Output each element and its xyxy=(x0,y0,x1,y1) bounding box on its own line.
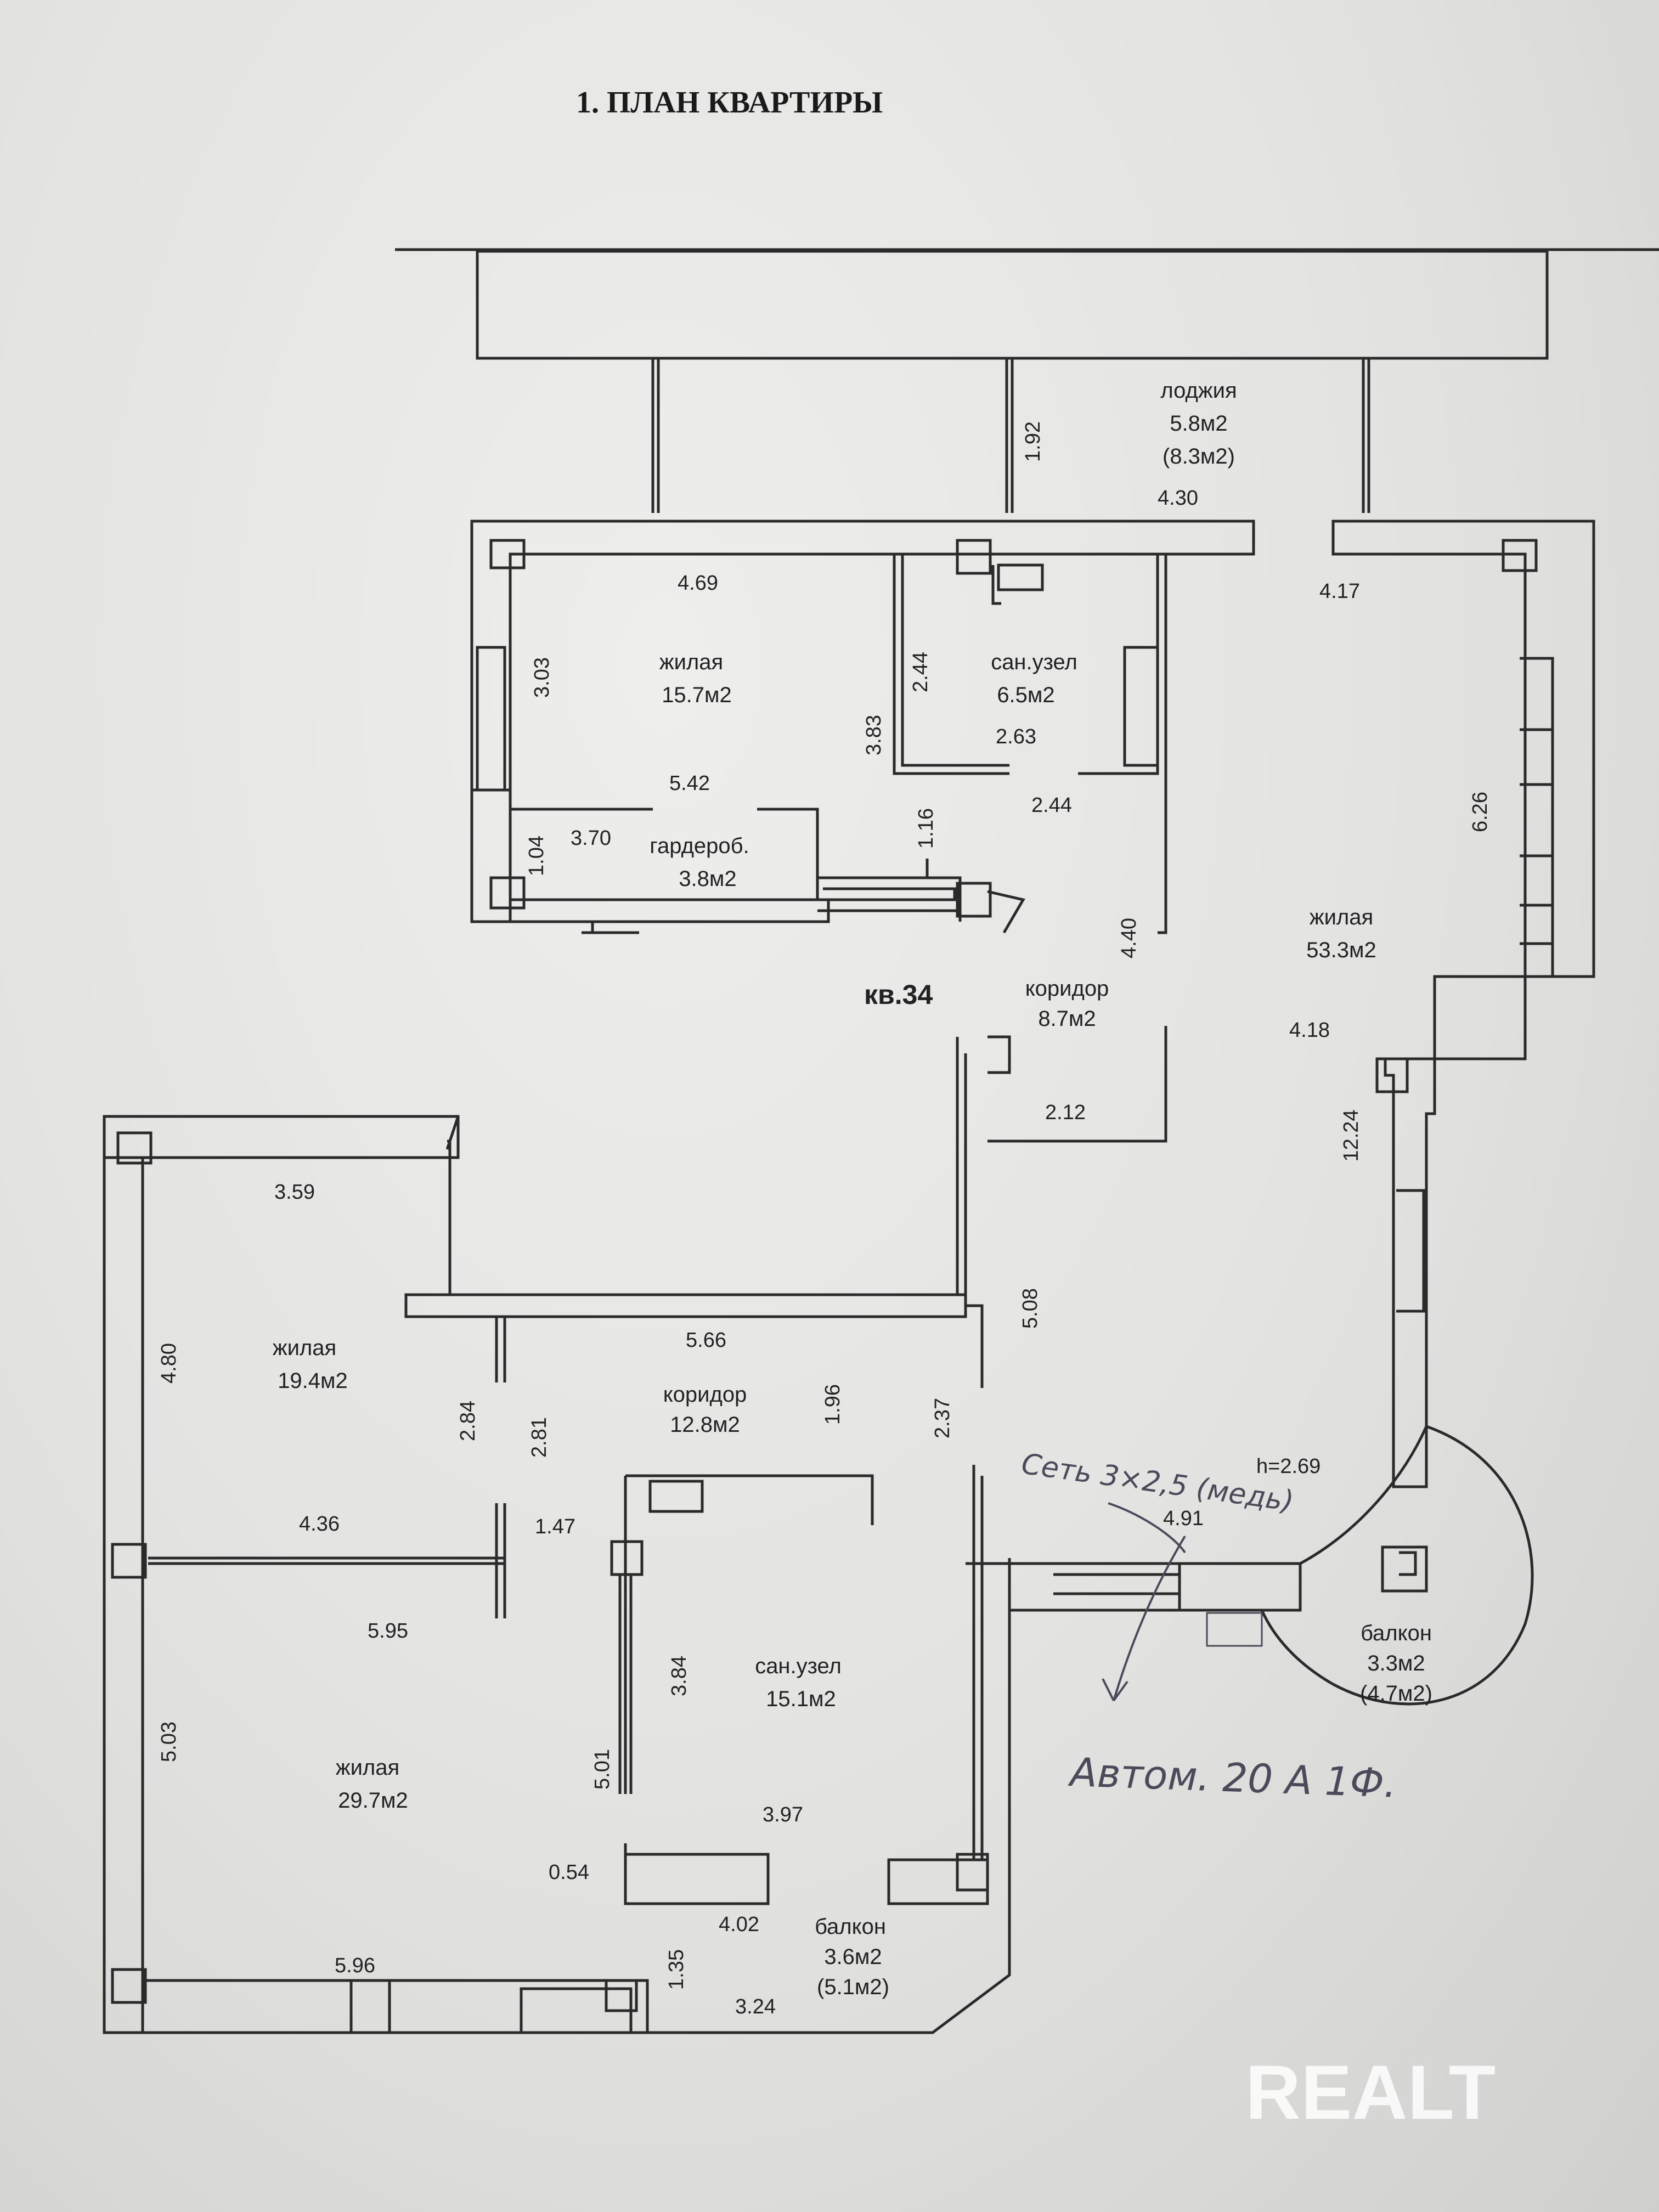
dim: 5.01 xyxy=(591,1749,614,1790)
dim: 3.84 xyxy=(668,1656,691,1696)
dim: 3.97 xyxy=(763,1803,803,1826)
dim: 3.83 xyxy=(862,715,885,755)
dim: 5.66 xyxy=(686,1329,726,1352)
room-label-living-big-name: жилая xyxy=(1310,905,1373,929)
room-label-balcony2-name: балкон xyxy=(815,1915,886,1939)
room-label-balcony2-extra: (5.1м2) xyxy=(817,1975,889,1999)
dim: h=2.69 xyxy=(1256,1455,1321,1478)
room-label-loggia-extra: (8.3м2) xyxy=(1163,444,1235,469)
dim: 5.96 xyxy=(335,1954,375,1977)
handwritten-cable-note: Сеть 3×2,5 (медь) xyxy=(1019,1447,1296,1518)
room-label-living2-area: 19.4м2 xyxy=(278,1369,348,1393)
dim: 5.08 xyxy=(1019,1288,1042,1329)
room-label-bath1-area: 6.5м2 xyxy=(997,683,1054,707)
room-label-corridor1-name: коридор xyxy=(1025,977,1109,1001)
lower-walls xyxy=(103,1035,1534,2034)
dim: 6.26 xyxy=(1469,792,1492,832)
dim: 4.40 xyxy=(1118,918,1141,958)
dim: 3.24 xyxy=(735,1995,776,2018)
dimension-labels: 1.92 4.30 4.17 4.69 3.03 2.44 3.83 2.63 … xyxy=(157,421,1492,2018)
room-label-bath2-name: сан.узел xyxy=(755,1654,842,1678)
dim: 1.96 xyxy=(821,1384,844,1425)
right-wing-walls xyxy=(988,520,1595,1488)
dim: 1.04 xyxy=(525,836,548,876)
room-label-living-big-area: 53.3м2 xyxy=(1306,938,1376,962)
dim: 2.44 xyxy=(1031,794,1072,817)
dim: 5.03 xyxy=(157,1722,180,1762)
dim: 1.35 xyxy=(665,1949,688,1990)
handwritten-box xyxy=(1206,1612,1263,1647)
room-label-balcony1-extra: (4.7м2) xyxy=(1360,1681,1432,1706)
room-label-corridor2-area: 12.8м2 xyxy=(670,1413,740,1437)
room-label-living1-area: 15.7м2 xyxy=(662,683,732,707)
dim: 4.80 xyxy=(157,1343,180,1384)
room-label-living3-area: 29.7м2 xyxy=(338,1788,408,1813)
room-label-bath1-name: сан.узел xyxy=(991,650,1077,674)
dim: 5.42 xyxy=(669,772,710,795)
room-label-wardrobe-area: 3.8м2 xyxy=(679,867,736,891)
apartment-number: кв.34 xyxy=(864,979,933,1010)
dim: 2.81 xyxy=(528,1417,551,1458)
dim: 1.47 xyxy=(535,1515,575,1538)
dim: 0.54 xyxy=(549,1861,589,1884)
room-label-living3-name: жилая xyxy=(336,1756,399,1780)
dim: 3.03 xyxy=(531,657,554,698)
dim: 2.63 xyxy=(996,725,1036,748)
handwritten-breaker-note: Автом. 20 А 1Ф. xyxy=(1067,1749,1397,1807)
room-label-corridor2-name: коридор xyxy=(663,1383,747,1407)
dim: 4.69 xyxy=(678,572,718,595)
dim: 1.92 xyxy=(1022,421,1045,462)
room-label-balcony2-area: 3.6м2 xyxy=(824,1945,882,1969)
room-label-living1-name: жилая xyxy=(659,650,723,674)
dim: 2.12 xyxy=(1045,1101,1086,1124)
room-label-bath2-area: 15.1м2 xyxy=(766,1687,836,1711)
upper-left-walls xyxy=(470,520,1255,934)
dim: 2.37 xyxy=(931,1398,954,1438)
dim: 4.02 xyxy=(719,1913,759,1936)
dim: 4.30 xyxy=(1158,487,1198,510)
dim: 4.17 xyxy=(1319,580,1360,603)
room-label-balcony1-area: 3.3м2 xyxy=(1367,1651,1425,1675)
dim: 4.18 xyxy=(1289,1019,1330,1042)
room-label-loggia-name: лоджия xyxy=(1160,379,1237,403)
dim: 3.70 xyxy=(571,827,611,850)
dim: 2.44 xyxy=(909,652,932,692)
loggia-walls xyxy=(395,248,1659,513)
room-label-balcony1-name: балкон xyxy=(1361,1621,1432,1645)
dim: 3.59 xyxy=(274,1181,315,1204)
plan-title: 1. ПЛАН КВАРТИРЫ xyxy=(576,86,883,120)
watermark-logo: REALT xyxy=(1245,2049,1496,2135)
dim: 1.16 xyxy=(915,808,938,849)
dim: 12.24 xyxy=(1340,1109,1363,1161)
handwritten-arrow xyxy=(1102,1502,1186,1702)
dim: 4.91 xyxy=(1163,1507,1204,1530)
room-label-loggia-area: 5.8м2 xyxy=(1170,411,1227,436)
room-label-living2-name: жилая xyxy=(273,1336,336,1360)
room-label-corridor1-area: 8.7м2 xyxy=(1038,1007,1096,1031)
room-labels: лоджия 5.8м2 (8.3м2) жилая 15.7м2 сан.уз… xyxy=(273,379,1432,1999)
dim: 2.84 xyxy=(456,1401,479,1441)
dim: 5.95 xyxy=(368,1620,408,1643)
handwritten-notes: Сеть 3×2,5 (медь) Автом. 20 А 1Ф. xyxy=(1019,1447,1397,1806)
room-label-wardrobe-name: гардероб. xyxy=(650,834,749,858)
dim: 4.36 xyxy=(299,1513,340,1536)
